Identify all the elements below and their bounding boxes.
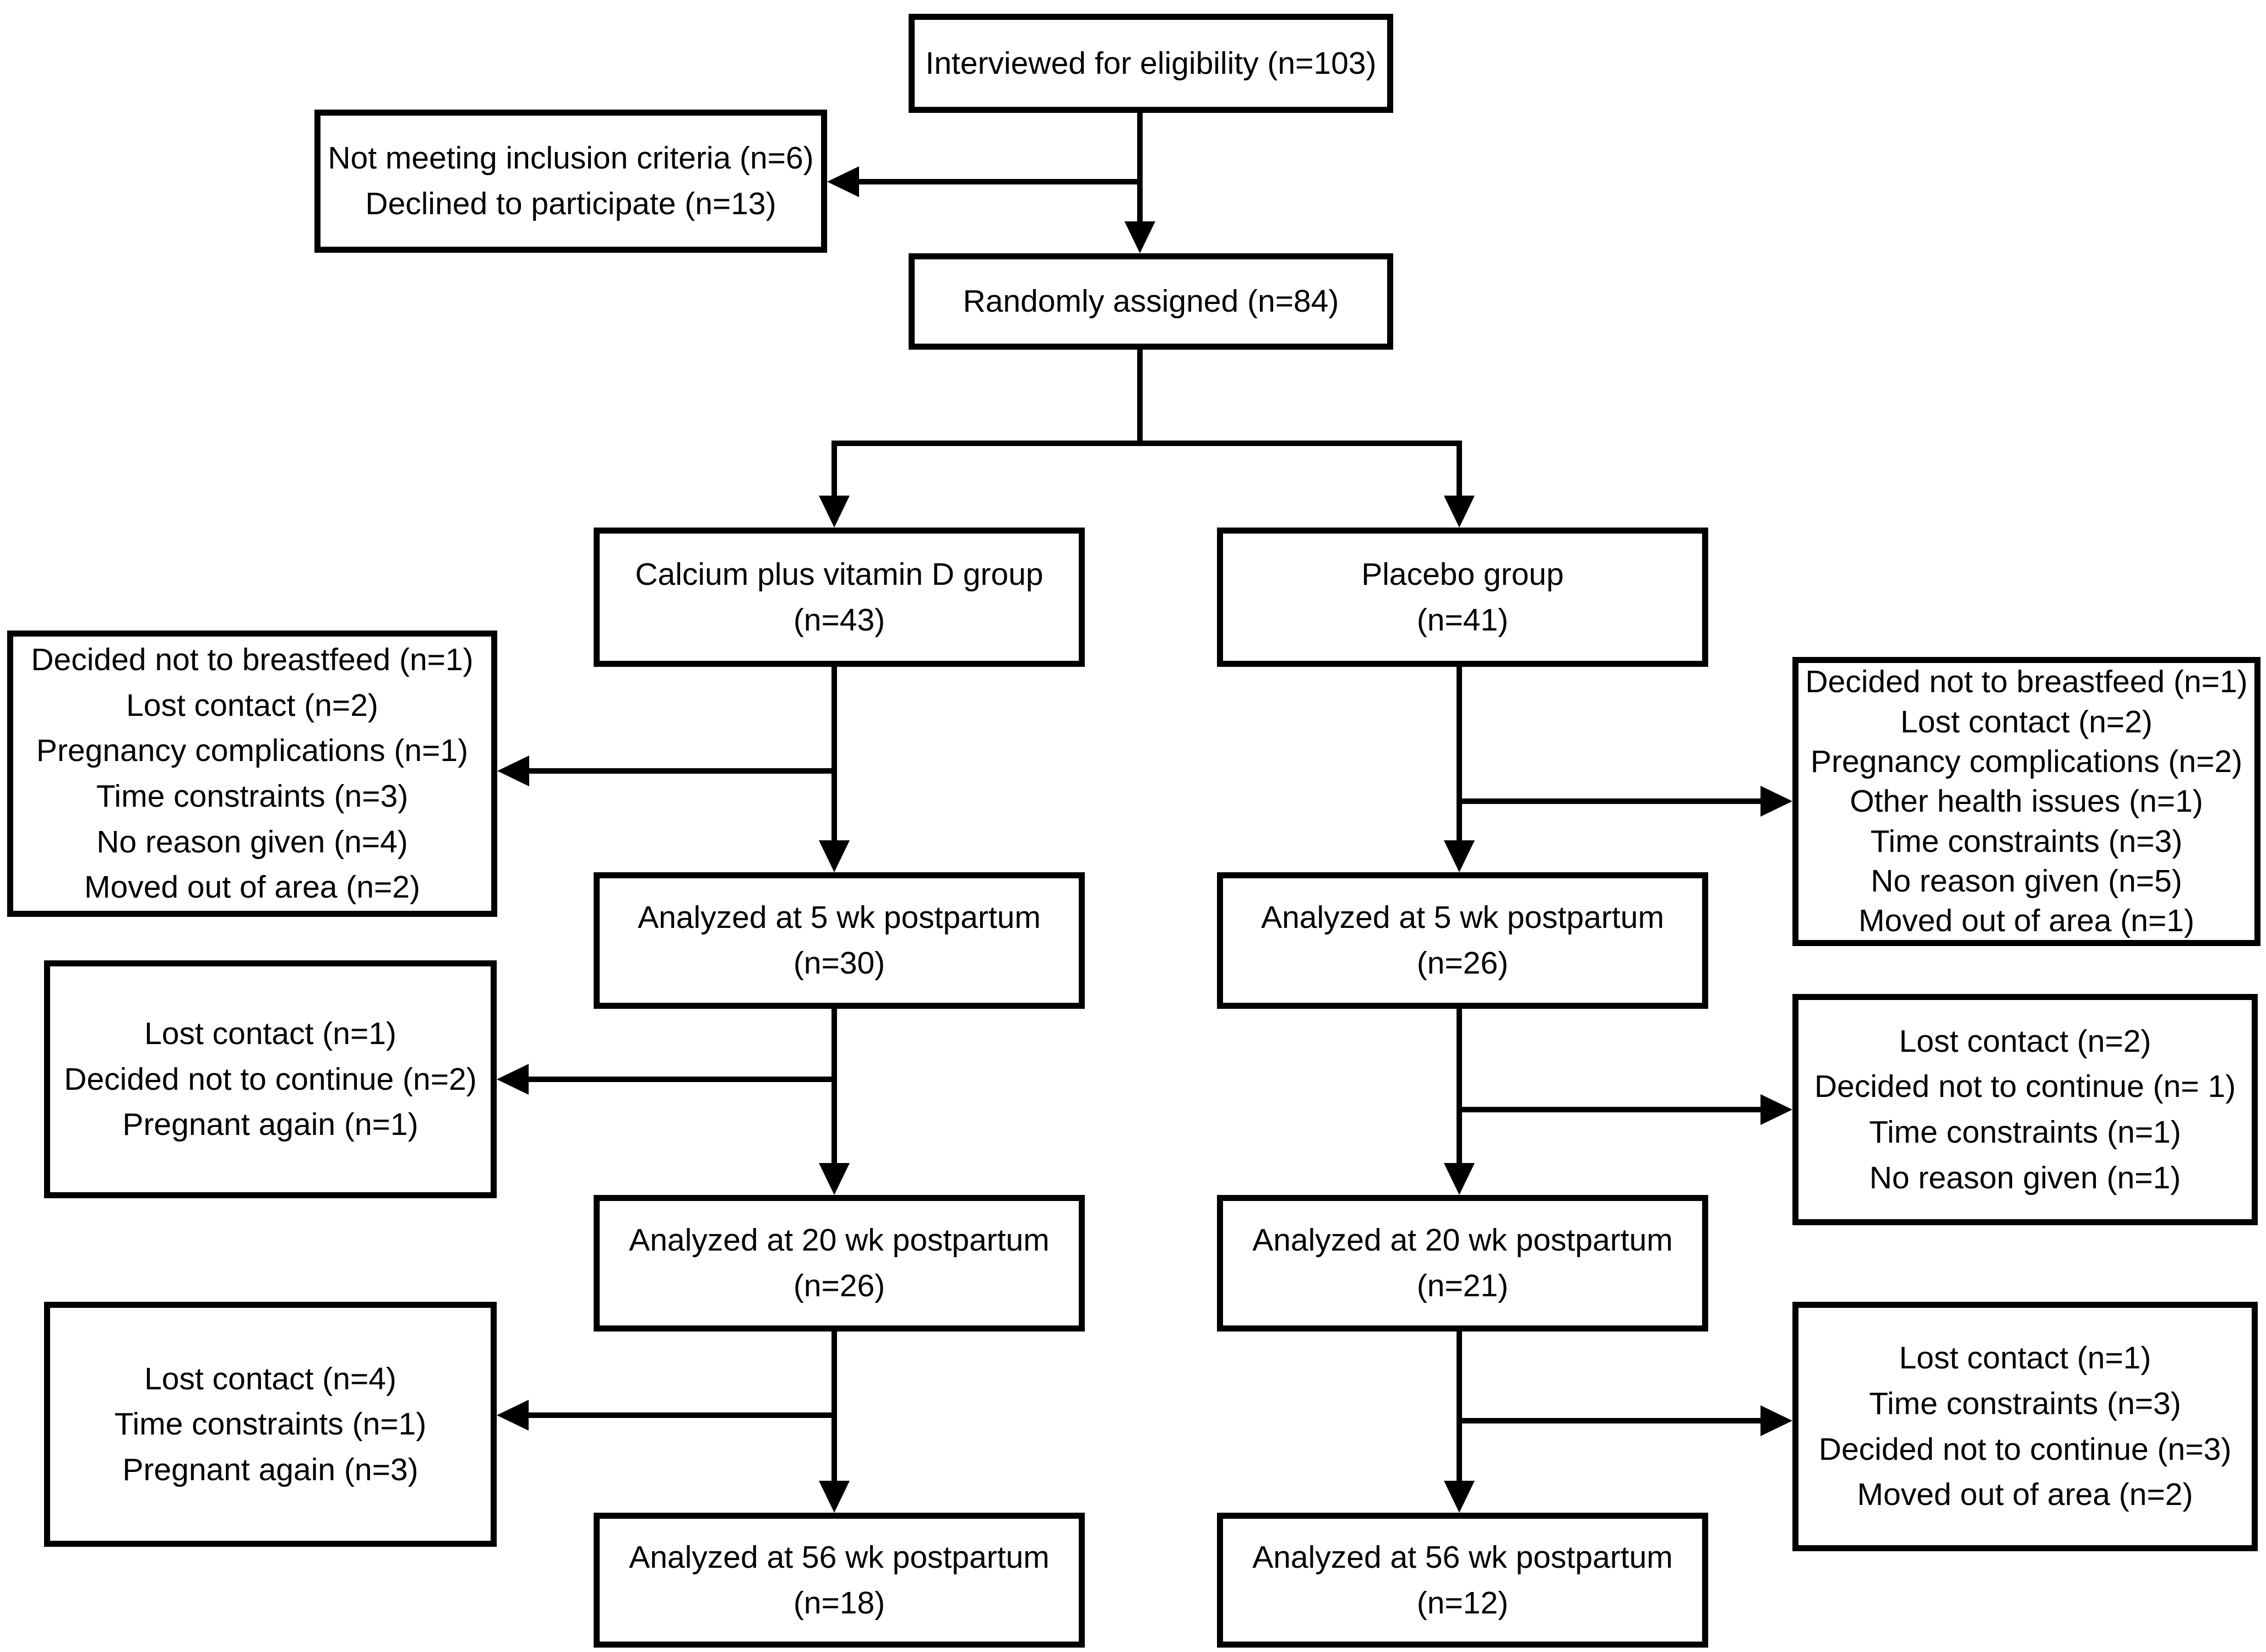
line-branch-to-calcium-dropout-2 <box>529 1077 834 1082</box>
arrowhead-into-calcium-56wk <box>819 1481 850 1513</box>
arrowhead-into-calcium-group <box>819 496 850 528</box>
box-calcium-group: Calcium plus vitamin D group (n=43) <box>594 528 1085 667</box>
box-placebo-dropout-2: Lost contact (n=2) Decided not to contin… <box>1792 994 2258 1225</box>
box-placebo-5wk: Analyzed at 5 wk postpartum (n=26) <box>1217 872 1708 1009</box>
line-branch-to-placebo-dropout-3 <box>1459 1418 1760 1423</box>
box-calcium-20wk: Analyzed at 20 wk postpartum (n=26) <box>594 1195 1085 1332</box>
box-placebo-56wk: Analyzed at 56 wk postpartum (n=12) <box>1217 1513 1708 1648</box>
line-branch-to-calcium-dropout-3 <box>529 1412 834 1418</box>
box-calcium-5wk: Analyzed at 5 wk postpartum (n=30) <box>594 872 1085 1009</box>
line-calcium-group-to-5wk <box>832 667 837 843</box>
line-split-to-placebo-group <box>1457 441 1462 498</box>
line-calcium-5wk-to-20wk <box>832 1009 837 1165</box>
arrowhead-into-calcium-dropout-1 <box>497 756 529 786</box>
line-branch-to-calcium-dropout-1 <box>529 768 834 774</box>
line-split-horizontal <box>832 441 1462 446</box>
arrowhead-into-randomized <box>1124 221 1155 253</box>
arrowhead-into-placebo-56wk <box>1444 1481 1475 1513</box>
line-branch-to-placebo-dropout-2 <box>1459 1107 1760 1112</box>
line-calcium-20wk-to-56wk <box>832 1332 837 1482</box>
line-placebo-20wk-to-56wk <box>1457 1332 1462 1482</box>
arrowhead-into-placebo-5wk <box>1444 840 1475 872</box>
box-placebo-dropout-3: Lost contact (n=1) Time constraints (n=3… <box>1792 1302 2258 1551</box>
arrowhead-into-calcium-dropout-3 <box>497 1400 529 1431</box>
box-excluded: Not meeting inclusion criteria (n=6) Dec… <box>314 110 827 253</box>
line-branch-to-placebo-dropout-1 <box>1459 798 1760 804</box>
line-placebo-5wk-to-20wk <box>1457 1009 1462 1165</box>
line-eligibility-to-randomized <box>1137 113 1143 223</box>
box-placebo-group: Placebo group (n=41) <box>1217 528 1708 667</box>
arrowhead-into-placebo-group <box>1444 496 1475 528</box>
arrowhead-into-placebo-dropout-1 <box>1760 786 1792 817</box>
box-calcium-dropout-2: Lost contact (n=1) Decided not to contin… <box>44 960 497 1198</box>
arrowhead-into-placebo-dropout-2 <box>1760 1094 1792 1125</box>
box-eligibility: Interviewed for eligibility (n=103) <box>909 14 1393 113</box>
arrowhead-into-placebo-dropout-3 <box>1760 1405 1792 1436</box>
line-randomized-to-split <box>1137 350 1143 443</box>
line-split-to-calcium-group <box>832 441 837 498</box>
box-calcium-56wk: Analyzed at 56 wk postpartum (n=18) <box>594 1513 1085 1648</box>
box-calcium-dropout-3: Lost contact (n=4) Time constraints (n=1… <box>44 1302 497 1547</box>
arrowhead-into-calcium-5wk <box>819 840 850 872</box>
box-placebo-20wk: Analyzed at 20 wk postpartum (n=21) <box>1217 1195 1708 1332</box>
line-placebo-group-to-5wk <box>1457 667 1462 843</box>
box-placebo-dropout-1: Decided not to breastfeed (n=1) Lost con… <box>1792 657 2260 946</box>
box-randomized: Randomly assigned (n=84) <box>909 253 1393 350</box>
arrowhead-into-placebo-20wk <box>1444 1163 1475 1195</box>
arrowhead-into-calcium-dropout-2 <box>497 1064 529 1095</box>
line-branch-to-excluded <box>859 179 1140 184</box>
arrowhead-into-calcium-20wk <box>819 1163 850 1195</box>
box-calcium-dropout-1: Decided not to breastfeed (n=1) Lost con… <box>7 631 497 917</box>
arrowhead-into-excluded <box>827 166 859 197</box>
